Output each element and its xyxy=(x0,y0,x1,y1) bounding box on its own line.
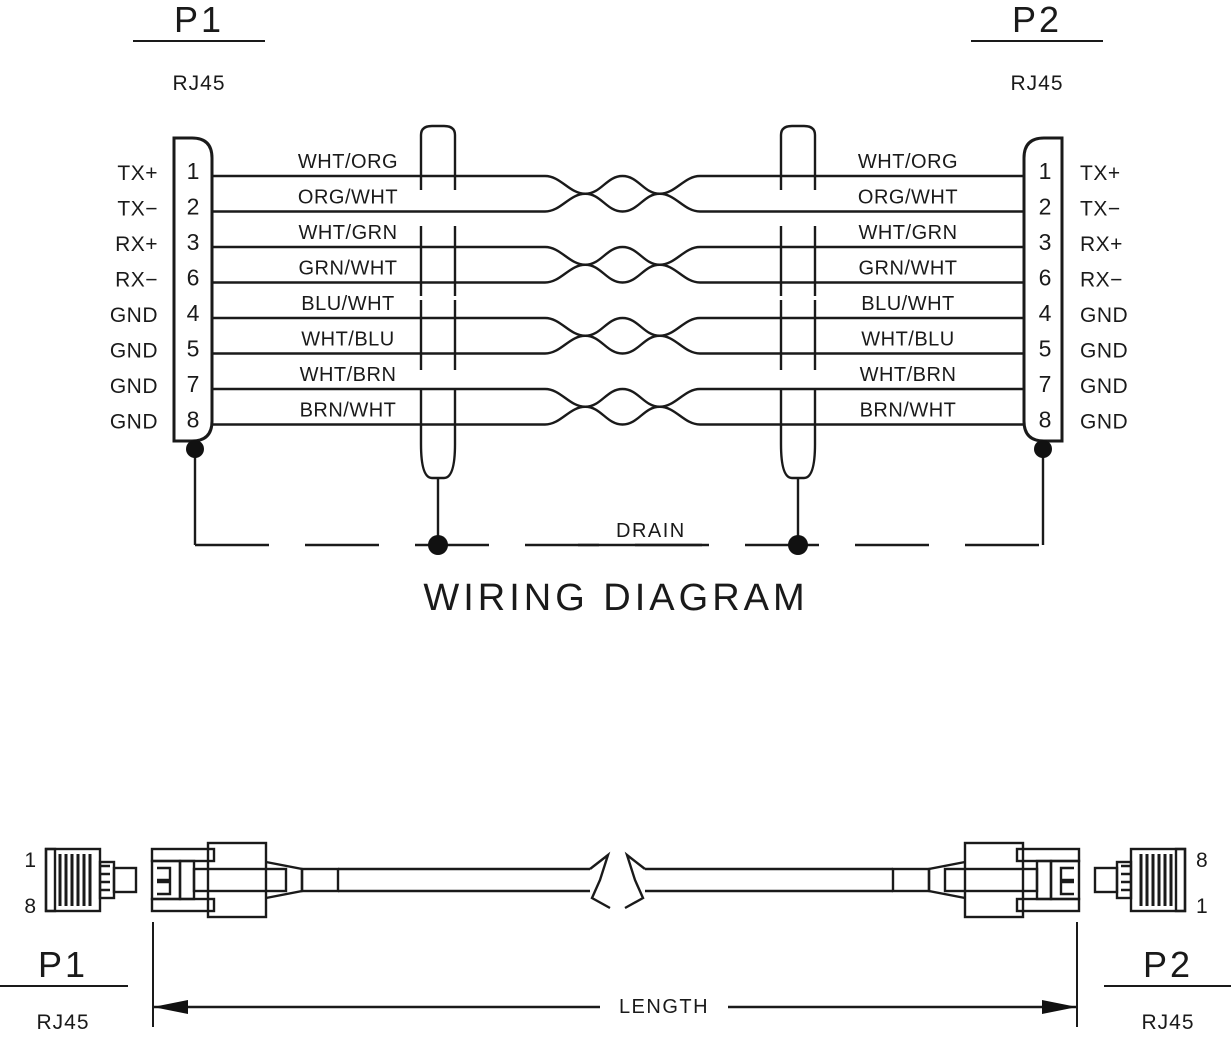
p1-assembly-name: P1 xyxy=(38,944,88,985)
p1-assembly-caption: P1 RJ45 xyxy=(0,944,128,1034)
signal-label-left: RX+ xyxy=(115,233,158,256)
dim-arrow-right xyxy=(1042,1000,1077,1014)
p2-header-name: P2 xyxy=(1012,0,1062,40)
p1-ground-dot xyxy=(186,440,204,458)
pin-number-right: 3 xyxy=(1039,229,1052,255)
length-dimension: LENGTH xyxy=(152,922,1078,1027)
wire-color-left: ORG/WHT xyxy=(298,187,398,209)
p1-header-name: P1 xyxy=(174,0,224,40)
pin-number-left: 1 xyxy=(187,158,200,184)
signal-label-right: GND xyxy=(1080,411,1128,434)
drain-junction-dot-left xyxy=(428,535,448,555)
signal-label-right: GND xyxy=(1080,375,1128,398)
wire-color-left: WHT/BLU xyxy=(301,329,395,351)
twist-path-pair-0 xyxy=(544,174,701,213)
pin-number-left: 7 xyxy=(187,371,200,397)
signal-label-left: TX+ xyxy=(117,162,158,185)
pin-number-left: 8 xyxy=(187,407,200,433)
cable-body xyxy=(338,851,893,910)
signal-label-left: RX− xyxy=(115,269,158,292)
p2-assembly-type: RJ45 xyxy=(1141,1011,1194,1034)
twisted-pair-crossovers xyxy=(544,174,701,426)
pin-number-right: 2 xyxy=(1039,194,1052,220)
wire-color-right: WHT/BRN xyxy=(860,364,957,386)
twist-path-pair-3 xyxy=(544,387,701,426)
pin-number-left: 3 xyxy=(187,229,200,255)
drain-junction-dot-right xyxy=(788,535,808,555)
signal-label-right: GND xyxy=(1080,340,1128,363)
cable-break-left xyxy=(589,851,611,910)
wire-color-left: BLU/WHT xyxy=(301,293,395,315)
p2-endview-bottom-pin: 1 xyxy=(1196,895,1208,918)
pin-number-left: 4 xyxy=(187,300,200,326)
signal-label-left: GND xyxy=(110,411,158,434)
p2-header: P2 RJ45 xyxy=(971,0,1103,95)
wire-color-left: WHT/BRN xyxy=(300,364,397,386)
pin-number-right: 7 xyxy=(1039,371,1052,397)
p1-endview-top-pin: 1 xyxy=(24,849,36,872)
cable-break-right xyxy=(624,851,646,910)
drain-wire: DRAIN xyxy=(193,449,1045,555)
pin-number-right: 6 xyxy=(1039,265,1052,291)
length-label: LENGTH xyxy=(619,996,709,1018)
wire-rows-group: TX+ 1 WHT/ORG WHT/ORG 1 TX+ TX− 2 ORG/WHT ORG/WHT… xyxy=(110,151,1128,434)
wire-color-right: GRN/WHT xyxy=(858,258,957,280)
p1-endview-bottom-pin: 8 xyxy=(24,895,36,918)
p2-header-type: RJ45 xyxy=(1010,72,1063,95)
signal-label-right: TX− xyxy=(1080,198,1121,221)
wire-color-right: WHT/ORG xyxy=(858,151,958,173)
twist-path-pair-2 xyxy=(544,316,701,355)
p2-plug-side-view xyxy=(891,841,1081,919)
wire-color-right: BRN/WHT xyxy=(860,400,957,422)
signal-label-left: GND xyxy=(110,375,158,398)
wire-color-left: GRN/WHT xyxy=(298,258,397,280)
signal-label-left: GND xyxy=(110,340,158,363)
twist-path-pair-2 xyxy=(544,316,701,355)
signal-label-left: GND xyxy=(110,304,158,327)
pin-number-left: 2 xyxy=(187,194,200,220)
p2-endview-top-pin: 8 xyxy=(1196,849,1208,872)
signal-label-right: RX+ xyxy=(1080,233,1123,256)
p1-end-view: 1 8 xyxy=(24,847,138,918)
pin-number-right: 1 xyxy=(1039,158,1052,184)
p1-plug-side-view xyxy=(150,841,340,919)
wire-color-right: ORG/WHT xyxy=(858,187,958,209)
signal-label-right: GND xyxy=(1080,304,1128,327)
twist-path-pair-0 xyxy=(544,174,701,213)
wire-color-right: WHT/GRN xyxy=(858,222,957,244)
twist-path-pair-3 xyxy=(544,387,701,426)
p1-header: P1 RJ45 xyxy=(133,0,265,95)
signal-label-right: RX− xyxy=(1080,269,1123,292)
diagram-title: WIRING DIAGRAM xyxy=(423,577,808,619)
pin-number-right: 4 xyxy=(1039,300,1052,326)
twist-path-pair-1 xyxy=(544,245,701,284)
shield-brackets-right xyxy=(779,124,817,480)
p2-connector-body xyxy=(1022,136,1064,443)
signal-label-right: TX+ xyxy=(1080,162,1121,185)
wire-color-right: BLU/WHT xyxy=(861,293,955,315)
p1-header-type: RJ45 xyxy=(172,72,225,95)
p2-assembly-caption: P2 RJ45 xyxy=(1104,944,1231,1034)
pin-number-right: 8 xyxy=(1039,407,1052,433)
signal-label-left: TX− xyxy=(117,198,158,221)
shield-brackets-left xyxy=(419,124,457,480)
twist-path-pair-1 xyxy=(544,245,701,284)
wire-color-left: WHT/GRN xyxy=(298,222,397,244)
p1-assembly-type: RJ45 xyxy=(36,1011,89,1034)
drain-label: DRAIN xyxy=(616,520,686,542)
dim-arrow-left xyxy=(153,1000,188,1014)
wire-color-left: WHT/ORG xyxy=(298,151,398,173)
pin-number-right: 5 xyxy=(1039,336,1052,362)
wire-color-right: WHT/BLU xyxy=(861,329,955,351)
p2-ground-dot xyxy=(1034,440,1052,458)
p2-end-view: 8 1 xyxy=(1093,847,1208,918)
pin-number-left: 6 xyxy=(187,265,200,291)
wire-color-left: BRN/WHT xyxy=(300,400,397,422)
pin-number-left: 5 xyxy=(187,336,200,362)
p2-assembly-name: P2 xyxy=(1143,944,1193,985)
